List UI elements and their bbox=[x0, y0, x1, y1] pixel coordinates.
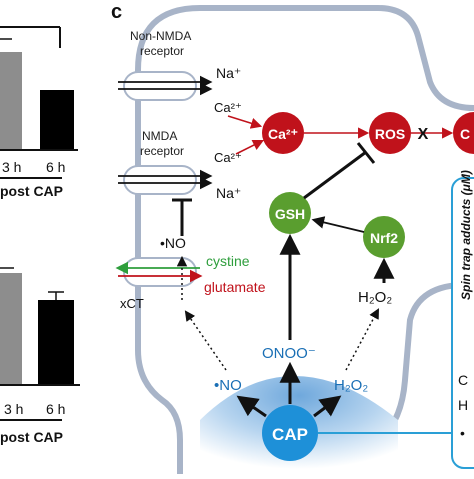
ca-mid-to-ca-arrow bbox=[235, 139, 265, 155]
bar-3h bbox=[0, 52, 22, 150]
no-inside-label: •NO bbox=[160, 235, 186, 251]
cap-node bbox=[262, 405, 318, 461]
gsh-node bbox=[269, 192, 311, 234]
cell-death-node-label: C bbox=[460, 126, 470, 142]
cap-node-label: CAP bbox=[272, 425, 308, 444]
panel-letter: c bbox=[111, 1, 122, 23]
spin-trap-title: Spin trap adducts (μM) bbox=[459, 170, 473, 300]
bar-6h bbox=[38, 300, 74, 385]
nrf2-node bbox=[363, 216, 405, 258]
non-nmda-label-line1: Non-NMDA bbox=[130, 29, 191, 43]
na-ion-mid: Na⁺ bbox=[216, 185, 241, 201]
cap-to-no-arrow bbox=[236, 395, 267, 418]
xct-channel bbox=[123, 257, 197, 287]
spin-trap-row3: • bbox=[460, 425, 465, 441]
cell-death-node bbox=[453, 112, 474, 154]
spin-trap-box bbox=[451, 177, 474, 469]
left-bottom-panel: 3 h 6 h post CAP bbox=[0, 267, 80, 445]
nmda-label-line2: receptor bbox=[140, 144, 184, 158]
onoo-label: ONOO⁻ bbox=[262, 345, 316, 362]
gsh-inhibits-ros-line bbox=[303, 150, 367, 200]
cell-membrane bbox=[135, 5, 474, 474]
left-top-panel: 3 h 6 h post CAP bbox=[0, 26, 78, 199]
x-tick-3h: 3 h bbox=[4, 401, 23, 417]
bar-6h bbox=[40, 90, 74, 150]
ros-node-label: ROS bbox=[375, 126, 405, 142]
ros-node bbox=[369, 112, 411, 154]
spin-trap-row1: C bbox=[458, 372, 468, 388]
no-cap-label: •NO bbox=[214, 377, 242, 394]
ca-ion-top: Ca²⁺ bbox=[214, 100, 242, 115]
non-nmda-channel bbox=[123, 71, 197, 101]
x-tick-6h: 6 h bbox=[46, 401, 65, 417]
x-axis-title: post CAP bbox=[0, 429, 63, 445]
gsh-inhibits-ros-bar bbox=[356, 142, 376, 164]
h2o2-dotted-arrow bbox=[345, 308, 379, 371]
no-to-xct-dotted-arrow bbox=[184, 310, 227, 371]
h2o2-cap-label: H₂O₂ bbox=[334, 377, 368, 394]
non-nmda-label-line2: receptor bbox=[140, 44, 184, 58]
nrf2-to-gsh-arrow bbox=[311, 216, 365, 233]
nmda-label-line1: NMDA bbox=[142, 129, 177, 143]
cystine-label: cystine bbox=[206, 253, 250, 269]
h2o2-inside-label: H₂O₂ bbox=[358, 289, 392, 306]
ca-top-to-ca-arrow bbox=[227, 115, 263, 129]
ca-ion-mid: Ca²⁺ bbox=[214, 150, 242, 165]
xct-label: xCT bbox=[120, 296, 144, 311]
ca-node-label: Ca²⁺ bbox=[268, 126, 298, 142]
glutamate-label: glutamate bbox=[204, 279, 266, 295]
block-x-mark: X bbox=[418, 126, 429, 143]
bar-3h bbox=[0, 273, 22, 385]
na-ion-top: Na⁺ bbox=[216, 65, 241, 81]
nmda-receptor: NMDA receptor Ca²⁺ Na⁺ bbox=[118, 129, 242, 201]
nrf2-node-label: Nrf2 bbox=[370, 230, 398, 246]
x-tick-3h: 3 h bbox=[2, 159, 21, 175]
nmda-channel bbox=[123, 165, 197, 195]
non-nmda-receptor: Non-NMDA receptor Na⁺ Ca²⁺ bbox=[118, 29, 242, 115]
cap-to-h2o2-arrow bbox=[313, 395, 342, 418]
x-axis-title: post CAP bbox=[0, 183, 63, 199]
ca-node bbox=[262, 112, 304, 154]
spin-trap-row2: H bbox=[458, 397, 468, 413]
gsh-node-label: GSH bbox=[275, 206, 305, 222]
x-tick-6h: 6 h bbox=[46, 159, 65, 175]
xct-transporter: cystine glutamate xCT bbox=[115, 253, 266, 311]
